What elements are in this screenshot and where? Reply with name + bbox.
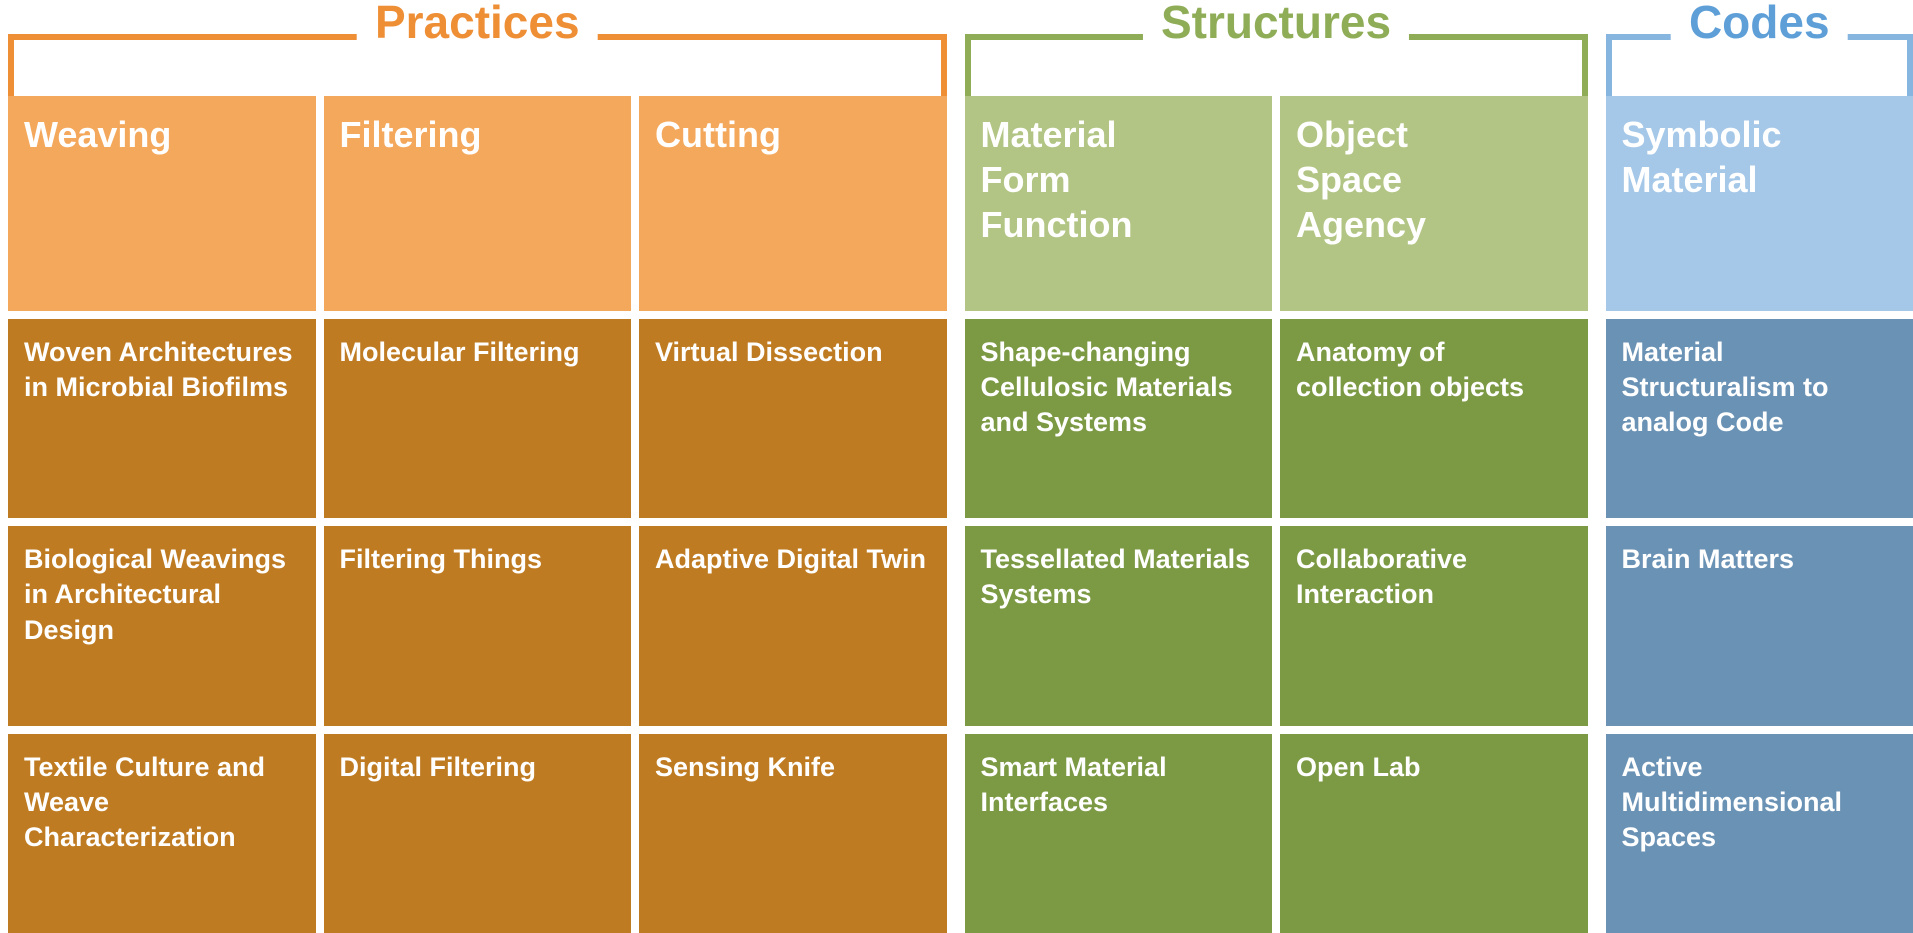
matrix-cell: Textile Culture and Weave Characterizati… bbox=[8, 733, 316, 933]
matrix-cell: Filtering Things bbox=[323, 526, 631, 726]
codes-columns: Symbolic Material Material Structuralism… bbox=[1605, 96, 1913, 933]
column-filtering: Filtering Molecular Filtering Filtering … bbox=[323, 96, 631, 933]
column-header-object-space-agency: Object Space Agency bbox=[1280, 96, 1588, 311]
group-codes: Codes Symbolic Material Material Structu… bbox=[1605, 0, 1913, 933]
group-practices: Practices Weaving Woven Architectures in… bbox=[8, 0, 947, 933]
group-structures-title-area: Structures bbox=[964, 0, 1588, 96]
column-header-material-form-function: Material Form Function bbox=[964, 96, 1272, 311]
matrix-cell: Anatomy of collection objects bbox=[1280, 319, 1588, 519]
matrix-cell: Woven Architectures in Microbial Biofilm… bbox=[8, 319, 316, 519]
column-object-space-agency: Object Space Agency Anatomy of collectio… bbox=[1280, 96, 1588, 933]
column-header-symbolic-material: Symbolic Material bbox=[1605, 96, 1913, 311]
column-header-filtering: Filtering bbox=[323, 96, 631, 311]
structures-columns: Material Form Function Shape-changing Ce… bbox=[964, 96, 1588, 933]
group-practices-title-area: Practices bbox=[8, 0, 947, 96]
group-title-structures: Structures bbox=[1142, 0, 1410, 50]
matrix-cell: Open Lab bbox=[1280, 733, 1588, 933]
practices-columns: Weaving Woven Architectures in Microbial… bbox=[8, 96, 947, 933]
matrix-cell: Molecular Filtering bbox=[323, 319, 631, 519]
matrix-cell: Material Structuralism to analog Code bbox=[1605, 319, 1913, 519]
column-header-weaving: Weaving bbox=[8, 96, 316, 311]
group-structures: Structures Material Form Function Shape-… bbox=[964, 0, 1588, 933]
group-title-codes: Codes bbox=[1670, 0, 1848, 50]
matrix-cell: Brain Matters bbox=[1605, 526, 1913, 726]
matrix-cell: Sensing Knife bbox=[639, 733, 947, 933]
column-weaving: Weaving Woven Architectures in Microbial… bbox=[8, 96, 316, 933]
matrix-cell: Virtual Dissection bbox=[639, 319, 947, 519]
matrix-cell: Collaborative Interaction bbox=[1280, 526, 1588, 726]
group-codes-title-area: Codes bbox=[1605, 0, 1913, 96]
matrix-cell: Shape-changing Cellulosic Materials and … bbox=[964, 319, 1272, 519]
matrix-cell: Smart Material Interfaces bbox=[964, 733, 1272, 933]
group-title-practices: Practices bbox=[356, 0, 598, 50]
column-cutting: Cutting Virtual Dissection Adaptive Digi… bbox=[639, 96, 947, 933]
matrix-cell: Adaptive Digital Twin bbox=[639, 526, 947, 726]
matrix-cell: Active Multidimensional Spaces bbox=[1605, 733, 1913, 933]
column-symbolic-material: Symbolic Material Material Structuralism… bbox=[1605, 96, 1913, 933]
column-material-form-function: Material Form Function Shape-changing Ce… bbox=[964, 96, 1272, 933]
matrix-cell: Tessellated Materials Systems bbox=[964, 526, 1272, 726]
matrix-cell: Biological Weavings in Architectural Des… bbox=[8, 526, 316, 726]
column-header-cutting: Cutting bbox=[639, 96, 947, 311]
matrix-cell: Digital Filtering bbox=[323, 733, 631, 933]
